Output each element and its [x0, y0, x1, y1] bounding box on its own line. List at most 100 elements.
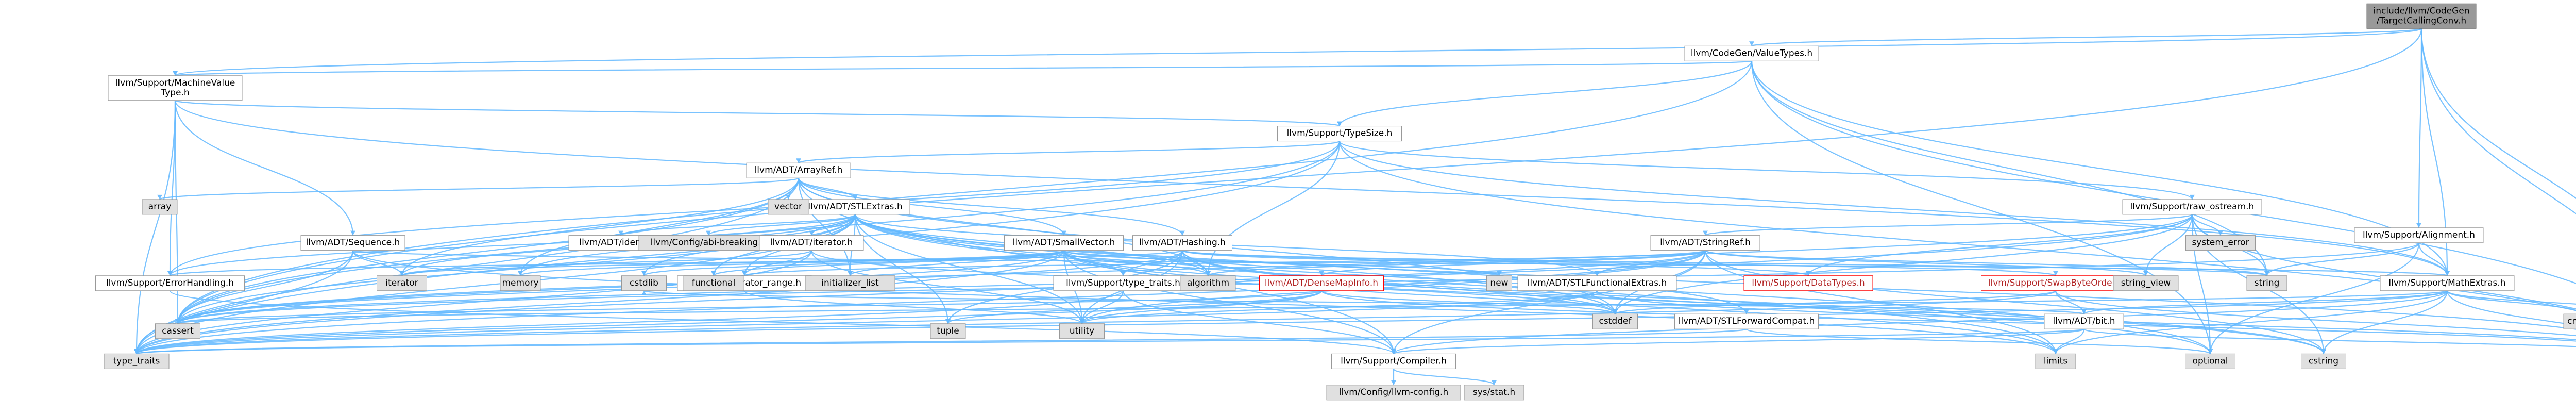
node-label: sys/stat.h: [1473, 387, 1515, 398]
edge-sequence-to-s_cassert: [177, 250, 354, 324]
node-box: [1743, 275, 1873, 291]
edge-arrowhead: [173, 71, 178, 76]
edge-hashing-to-typetraits: [1122, 250, 1183, 276]
edge-hashing-to-s_cstring: [1181, 250, 2325, 354]
node-stringref[interactable]: llvm/ADT/StringRef.h: [1650, 235, 1760, 251]
node-box: [768, 199, 809, 215]
node-typesize[interactable]: llvm/Support/TypeSize.h: [1277, 126, 1402, 142]
node-label: llvm/Config/llvm-config.h: [1339, 387, 1448, 398]
node-mathextras[interactable]: llvm/Support/MathExtras.h: [2380, 275, 2515, 291]
edge-stringref-to-s_cstring: [1704, 250, 2325, 354]
node-errorhandling[interactable]: llvm/Support/ErrorHandling.h: [95, 275, 245, 291]
edge-arrowhead: [641, 290, 647, 295]
node-datatypes[interactable]: llvm/Support/DataTypes.h: [1743, 275, 1873, 291]
node-box: [1464, 385, 1524, 401]
node-bit[interactable]: llvm/ADT/bit.h: [2044, 313, 2124, 329]
edge-typesize-to-rawostream: [1338, 141, 2193, 200]
node-smallvector[interactable]: llvm/ADT/SmallVector.h: [1004, 235, 1124, 251]
node-cgvt[interactable]: llvm/CodeGen/ValueTypes.h: [1684, 45, 1819, 61]
node-iterator[interactable]: llvm/ADT/iterator.h: [759, 235, 864, 251]
node-label: new: [1490, 278, 1508, 288]
node-label: llvm/Support/ErrorHandling.h: [106, 278, 234, 288]
node-box: [2113, 275, 2179, 291]
edge-typetraits-to-s_utility: [1081, 290, 1124, 324]
node-label: cstdlib: [630, 278, 658, 288]
edge-arrowhead: [1703, 230, 1708, 236]
edge-stringref-to-iterrange: [743, 250, 1706, 276]
edge-arrowhead: [1319, 271, 1324, 276]
edge-bit-to-s_cstdint: [2083, 328, 2576, 347]
node-hashing[interactable]: llvm/ADT/Hashing.h: [1132, 235, 1232, 251]
edge-arrowhead: [1180, 230, 1185, 236]
edge-iterator-to-s_iterator: [401, 250, 812, 276]
node-compiler[interactable]: llvm/Support/Compiler.h: [1331, 353, 1456, 369]
node-s_vector: vector: [768, 199, 809, 215]
edge-cgvt-to-s_optional: [1751, 61, 2211, 354]
edge-stlextras-to-s_limits: [854, 214, 2057, 354]
edge-mvt-to-sequence: [174, 100, 354, 236]
edge-rawostream-to-s_cassert: [177, 214, 2193, 324]
edge-mathextras-to-s_cstring: [2323, 290, 2448, 354]
edge-cgvt-to-s_cassert: [177, 61, 1753, 324]
node-rawostream[interactable]: llvm/Support/raw_ostream.h: [2122, 199, 2262, 215]
edge-swapbyteorder-to-s_cstdint: [2055, 290, 2576, 337]
edge-hashing-to-s_optional: [1181, 250, 2211, 354]
edge-densemapinfo-to-s_cstdint: [1320, 290, 2576, 342]
edge-densemapinfo-to-s_cassert: [177, 290, 1323, 324]
edge-arrayref-to-s_memory: [519, 178, 800, 276]
edge-arrowhead: [2416, 223, 2421, 228]
edge-typetraits-to-s_typetraits: [135, 290, 1124, 354]
edge-arrowhead: [2264, 271, 2269, 276]
node-box: [2366, 3, 2477, 29]
node-sequence[interactable]: llvm/ADT/Sequence.h: [300, 235, 405, 251]
edge-sequence-to-s_typetraits: [135, 250, 354, 354]
node-label: tuple: [937, 326, 959, 336]
node-typetraits[interactable]: llvm/Support/type_traits.h: [1053, 275, 1193, 291]
node-box: [2035, 353, 2076, 369]
edge-alignment-to-mathextras: [2418, 242, 2448, 276]
node-label: llvm/ADT/SmallVector.h: [1013, 238, 1115, 248]
edge-arrayref-to-s_array: [159, 177, 800, 200]
edge-smallvector-to-s_initlist: [849, 250, 1065, 276]
edge-errorhandling-to-compiler: [169, 290, 1395, 355]
node-s_utility: utility: [1059, 323, 1105, 339]
node-s_systemerror: system_error: [2185, 235, 2256, 251]
edge-arrowhead: [796, 158, 801, 163]
node-s_cmath: cmath: [2563, 313, 2576, 329]
edge-arrowhead: [1613, 309, 1618, 314]
node-label: utility: [1070, 326, 1094, 336]
node-stlfunctional[interactable]: llvm/ADT/STLFunctionalExtras.h: [1517, 275, 1677, 291]
edge-arrowhead: [706, 230, 711, 236]
node-densemapinfo[interactable]: llvm/ADT/DenseMapInfo.h: [1259, 275, 1384, 291]
edge-arrowhead: [1391, 380, 1396, 385]
node-abibreak: llvm/Config/abi-breaking.h: [638, 235, 778, 251]
edge-arrowhead: [2218, 230, 2223, 236]
node-stlextras[interactable]: llvm/ADT/STLExtras.h: [800, 199, 910, 215]
node-stlforward[interactable]: llvm/ADT/STLForwardCompat.h: [1674, 313, 1819, 329]
node-label: type_traits: [113, 356, 160, 366]
edge-arrowhead: [711, 271, 716, 276]
node-swapbyteorder[interactable]: llvm/Support/SwapByteOrder.h: [1981, 275, 2130, 291]
node-root[interactable]: include/llvm/CodeGen/TargetCallingConv.h: [2366, 3, 2477, 29]
edge-typesize-to-arrayref: [798, 140, 1341, 164]
edge-stringref-to-s_utility: [1081, 250, 1706, 324]
edge-arrowhead: [350, 230, 355, 236]
node-label: llvm/Support/type_traits.h: [1066, 278, 1180, 288]
node-arrayref[interactable]: llvm/ADT/ArrayRef.h: [746, 162, 851, 178]
node-s_optional: optional: [2185, 353, 2235, 369]
edge-arrowhead: [175, 319, 180, 324]
edge-smallvector-to-s_cassert: [177, 250, 1065, 324]
edge-hashing-to-s_string: [1181, 250, 2268, 276]
edge-sequence-to-s_limits: [352, 250, 2057, 354]
edge-rawostream-to-stringref: [1704, 213, 2193, 236]
edge-mathextras-to-s_climits: [2446, 290, 2576, 305]
node-sys_stat: sys/stat.h: [1464, 385, 1524, 401]
node-label: llvm/ADT/DenseMapInfo.h: [1265, 278, 1378, 288]
node-box: [377, 275, 427, 291]
edge-mvt-to-s_typetraits: [135, 100, 176, 354]
node-s_memory: memory: [500, 275, 541, 291]
node-s_stringview: string_view: [2113, 275, 2179, 291]
node-box: [621, 275, 667, 291]
node-alignment[interactable]: llvm/Support/Alignment.h: [2354, 227, 2484, 243]
